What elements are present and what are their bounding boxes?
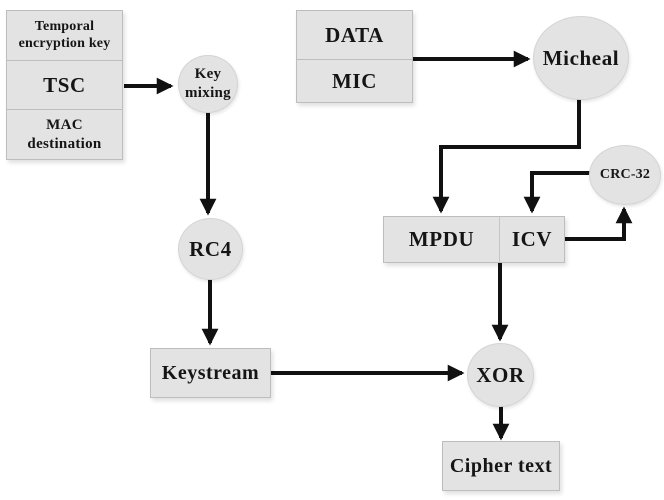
arrow-crc32-to-icv [523,171,592,214]
mpdu-label: MPDU [408,227,475,252]
cell-data: DATA [297,11,412,59]
cell-mpdu: MPDU [384,217,499,262]
rc4-label: RC4 [189,236,232,261]
node-data-mic-stack: DATA MIC [296,10,413,103]
mic-label: MIC [332,69,377,94]
keystream-label: Keystream [161,361,260,384]
arrow-michael-to-mpdu [432,97,581,214]
node-rc4: RC4 [178,218,243,280]
michael-label: Micheal [542,45,620,70]
cell-mac-destination: MAC destination [7,109,122,159]
crc32-label: CRC-32 [599,167,651,183]
cell-mic: MIC [297,59,412,102]
cell-temporal-encryption-key: Temporal encryption key [7,11,122,60]
mac-destination-label: MAC destination [27,116,102,152]
node-mpdu-icv-row: MPDU ICV [383,216,565,263]
icv-label: ICV [511,227,553,252]
node-crc32: CRC-32 [589,145,661,205]
data-label: DATA [325,23,384,48]
key-mixing-label: Key mixing [185,66,231,101]
node-xor: XOR [467,343,534,407]
node-cipher-text: Cipher text [442,441,560,491]
node-key-mixing: Key mixing [178,55,238,113]
temporal-encryption-key-label: Temporal encryption key [18,18,111,52]
xor-label: XOR [476,362,525,387]
arrow-icv-to-crc32 [564,206,633,241]
cell-icv: ICV [499,217,564,262]
node-michael: Micheal [533,16,629,100]
cipher-text-label: Cipher text [449,454,553,477]
node-keystream: Keystream [150,348,271,398]
tsc-label: TSC [43,72,86,97]
cell-tsc: TSC [7,59,122,110]
node-key-input-stack: Temporal encryption key TSC MAC destinat… [6,10,123,160]
